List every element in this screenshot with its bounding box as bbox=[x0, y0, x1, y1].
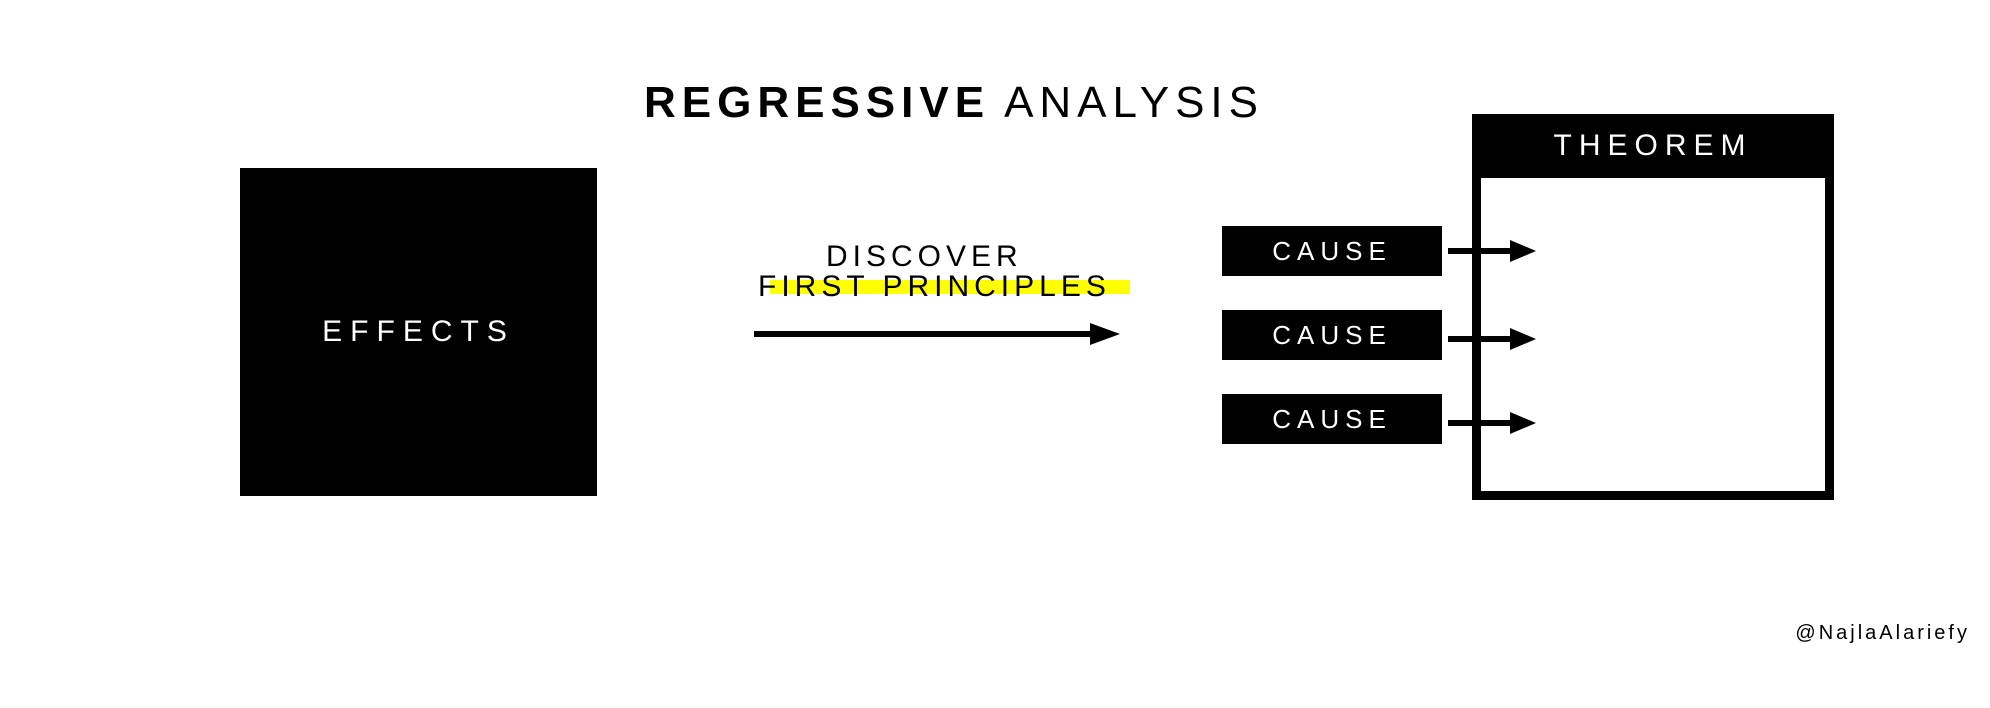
cause-label: CAUSE bbox=[1272, 235, 1392, 266]
cause-label: CAUSE bbox=[1272, 403, 1392, 434]
discover-label: DISCOVER bbox=[826, 240, 1023, 273]
cause-label: CAUSE bbox=[1272, 319, 1392, 350]
first-principles-highlight bbox=[770, 280, 1130, 294]
author-credit: @NajlaAlariefy bbox=[1795, 622, 1970, 644]
cause-arrow bbox=[1448, 240, 1536, 262]
theorem-box bbox=[1472, 114, 1834, 500]
diagram-title: REGRESSIVE ANALYSIS bbox=[0, 78, 1908, 128]
title-light: ANALYSIS bbox=[1004, 78, 1265, 127]
effects-box: EFFECTS bbox=[240, 168, 597, 496]
theorem-header: THEOREM bbox=[1472, 114, 1834, 178]
title-bold: REGRESSIVE bbox=[643, 78, 991, 127]
cause-arrow bbox=[1448, 328, 1536, 350]
theorem-label: THEOREM bbox=[1553, 129, 1753, 162]
first-principles-label: FIRST PRINCIPLES bbox=[758, 270, 1111, 303]
cause-box: CAUSE bbox=[1222, 226, 1442, 276]
process-arrow bbox=[754, 323, 1120, 345]
cause-box: CAUSE bbox=[1222, 310, 1442, 360]
cause-box: CAUSE bbox=[1222, 394, 1442, 444]
cause-arrow bbox=[1448, 412, 1536, 434]
effects-label: EFFECTS bbox=[322, 315, 515, 348]
